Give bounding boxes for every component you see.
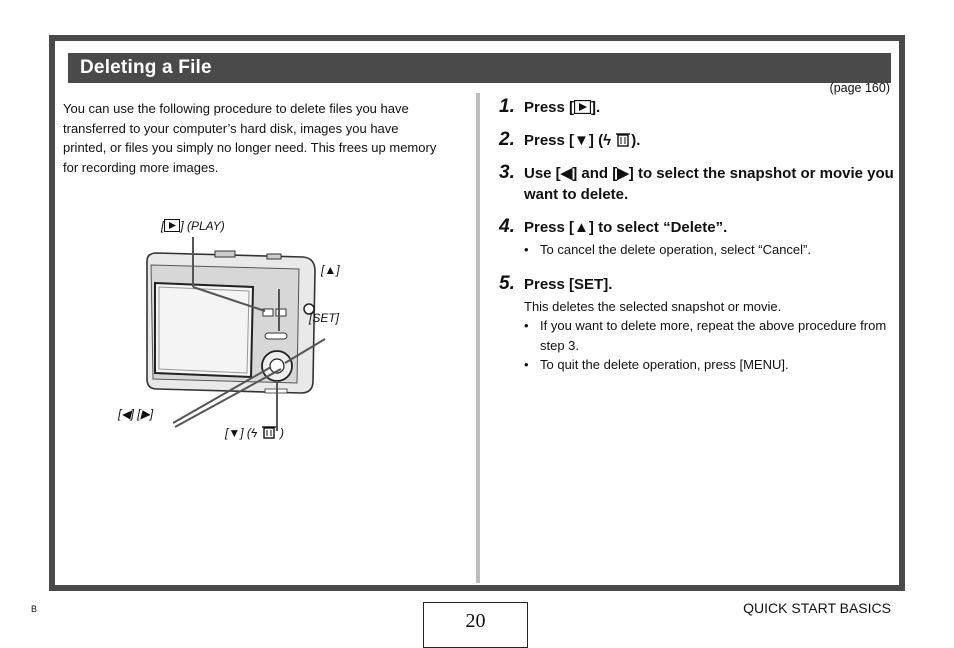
intro-paragraph: You can use the following procedure to d…: [63, 101, 437, 175]
step-5-description: This deletes the selected snapshot or mo…: [524, 298, 782, 314]
down-arrow-icon: ▼: [228, 426, 241, 440]
left-label-text: ]: [130, 407, 134, 421]
page-title: Deleting a File: [80, 57, 212, 78]
play-label: [] (PLAY): [161, 219, 225, 233]
right-label-text: ]: [149, 407, 154, 421]
page-frame: Deleting a File You can use the followin…: [49, 35, 905, 591]
play-label-text: ] (PLAY): [180, 219, 225, 233]
camera-diagram: [] (PLAY) [▲] [SET] [◀] [▶] [▼] (ϟ ): [118, 191, 405, 441]
down-label-text-b: ): [279, 426, 284, 440]
flash-icon: ϟ: [603, 132, 612, 149]
page-number: 20: [423, 602, 528, 648]
down-label-text-a: ] (: [240, 426, 251, 440]
list-item: •To cancel the delete operation, select …: [524, 242, 811, 257]
list-item: •To quit the delete operation, press [ME…: [524, 357, 789, 372]
down-arrow-icon: ▼: [574, 132, 589, 149]
step-text: Press [].: [524, 99, 601, 116]
step-4: 4. Press [▲] to select “Delete”.: [499, 217, 894, 238]
left-right-label: [◀] [▶]: [118, 407, 154, 421]
title-bar: Deleting a File: [68, 53, 891, 83]
up-label: [▲]: [321, 263, 340, 277]
step-number: 1.: [499, 96, 515, 117]
up-label-text: ]: [336, 263, 340, 277]
right-arrow-icon: ▶: [140, 407, 150, 421]
page-reference: (page 160): [829, 81, 890, 95]
column-divider: [476, 93, 480, 583]
step-number: 5.: [499, 272, 515, 294]
trash-icon: [261, 426, 276, 439]
step-5: 5. Press [SET].: [499, 272, 894, 295]
step-5-notes: This deletes the selected snapshot or mo…: [524, 297, 894, 375]
set-label: [SET]: [309, 311, 340, 325]
flash-icon: ϟ: [250, 426, 258, 440]
section-name: QUICK START BASICS: [743, 600, 891, 616]
left-arrow-icon: ◀: [121, 407, 131, 421]
trash-icon: [616, 133, 631, 147]
steps-list: 1. Press []. 2. Press [▼] (ϟ ). 3. Use […: [499, 97, 894, 375]
step-text: Press [▼] (ϟ ).: [524, 132, 641, 149]
step-3: 3. Use [◀] and [▶] to select the snapsho…: [499, 163, 894, 205]
step-2: 2. Press [▼] (ϟ ).: [499, 130, 894, 151]
step-text: Press [SET].: [524, 275, 613, 293]
up-arrow-icon: ▲: [574, 219, 589, 236]
step-1: 1. Press [].: [499, 97, 894, 118]
up-arrow-icon: ▲: [324, 263, 337, 277]
footer-marker: B: [31, 604, 38, 614]
step-number: 3.: [499, 162, 515, 183]
step-text: Use [◀] and [▶] to select the snapshot o…: [524, 165, 894, 203]
step-number: 4.: [499, 216, 515, 237]
left-arrow-icon: ◀: [560, 165, 573, 182]
down-label: [▼] (ϟ ): [225, 423, 284, 440]
play-icon: [574, 100, 592, 114]
camera-illustration: [146, 237, 326, 431]
step-text: Press [▲] to select “Delete”.: [524, 219, 728, 236]
list-item: •If you want to delete more, repeat the …: [524, 318, 887, 353]
step-4-notes: •To cancel the delete operation, select …: [524, 240, 894, 260]
right-arrow-icon: ▶: [617, 165, 629, 182]
step-number: 2.: [499, 129, 515, 150]
play-icon: [164, 219, 181, 232]
